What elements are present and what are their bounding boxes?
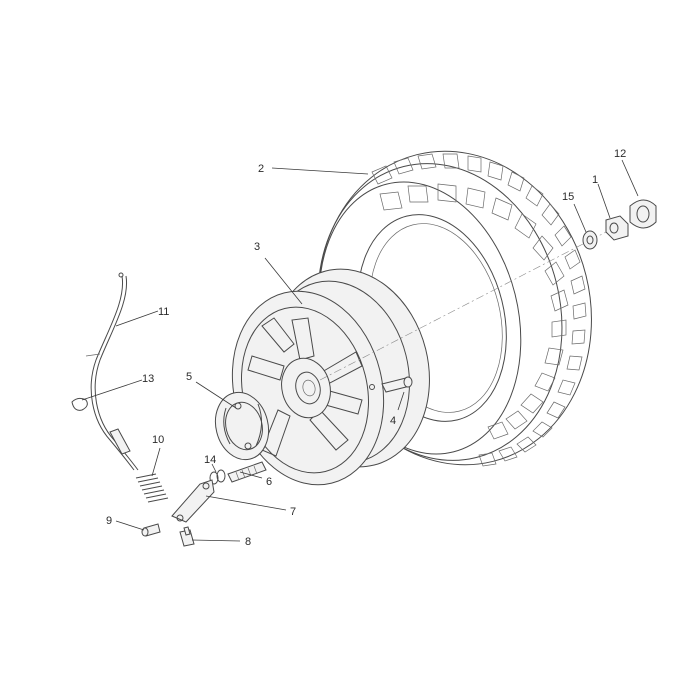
wheel-rim-drawing bbox=[231, 268, 430, 486]
bolt-drawing bbox=[179, 526, 195, 547]
callout-10: 10 bbox=[152, 434, 164, 446]
spring-drawing bbox=[135, 473, 169, 503]
pin-drawing bbox=[141, 523, 161, 537]
callout-15: 15 bbox=[562, 191, 574, 203]
washer-drawing bbox=[209, 469, 226, 485]
tire-drawing bbox=[317, 150, 592, 467]
leader-lines bbox=[81, 159, 639, 542]
brake-cable-drawing bbox=[90, 272, 139, 471]
callout-8: 8 bbox=[245, 536, 251, 548]
callout-7: 7 bbox=[290, 506, 296, 518]
callout-labels: 1 2 3 4 5 6 7 8 9 10 11 12 13 14 15 bbox=[106, 148, 626, 548]
callout-2: 2 bbox=[258, 163, 264, 175]
callout-4: 4 bbox=[390, 415, 396, 427]
callout-3: 3 bbox=[254, 241, 260, 253]
brake-cam-drawing bbox=[227, 461, 267, 483]
callout-12: 12 bbox=[614, 148, 626, 160]
callout-1: 1 bbox=[592, 174, 598, 186]
cable-clip-drawing bbox=[71, 353, 101, 411]
nut-drawing bbox=[605, 215, 629, 241]
axle-centerline bbox=[319, 229, 611, 381]
callout-5: 5 bbox=[186, 371, 192, 383]
brake-shoe-drawing bbox=[214, 391, 270, 461]
callout-6: 6 bbox=[266, 476, 272, 488]
valve-stem-drawing bbox=[369, 376, 413, 393]
brake-lever-drawing bbox=[171, 479, 215, 523]
callout-11: 11 bbox=[158, 306, 169, 318]
spacer-washer-drawing bbox=[582, 230, 598, 250]
callout-9: 9 bbox=[106, 515, 112, 527]
callout-14: 14 bbox=[204, 454, 216, 466]
hub-cap-drawing bbox=[629, 199, 657, 229]
callout-13: 13 bbox=[142, 373, 154, 385]
